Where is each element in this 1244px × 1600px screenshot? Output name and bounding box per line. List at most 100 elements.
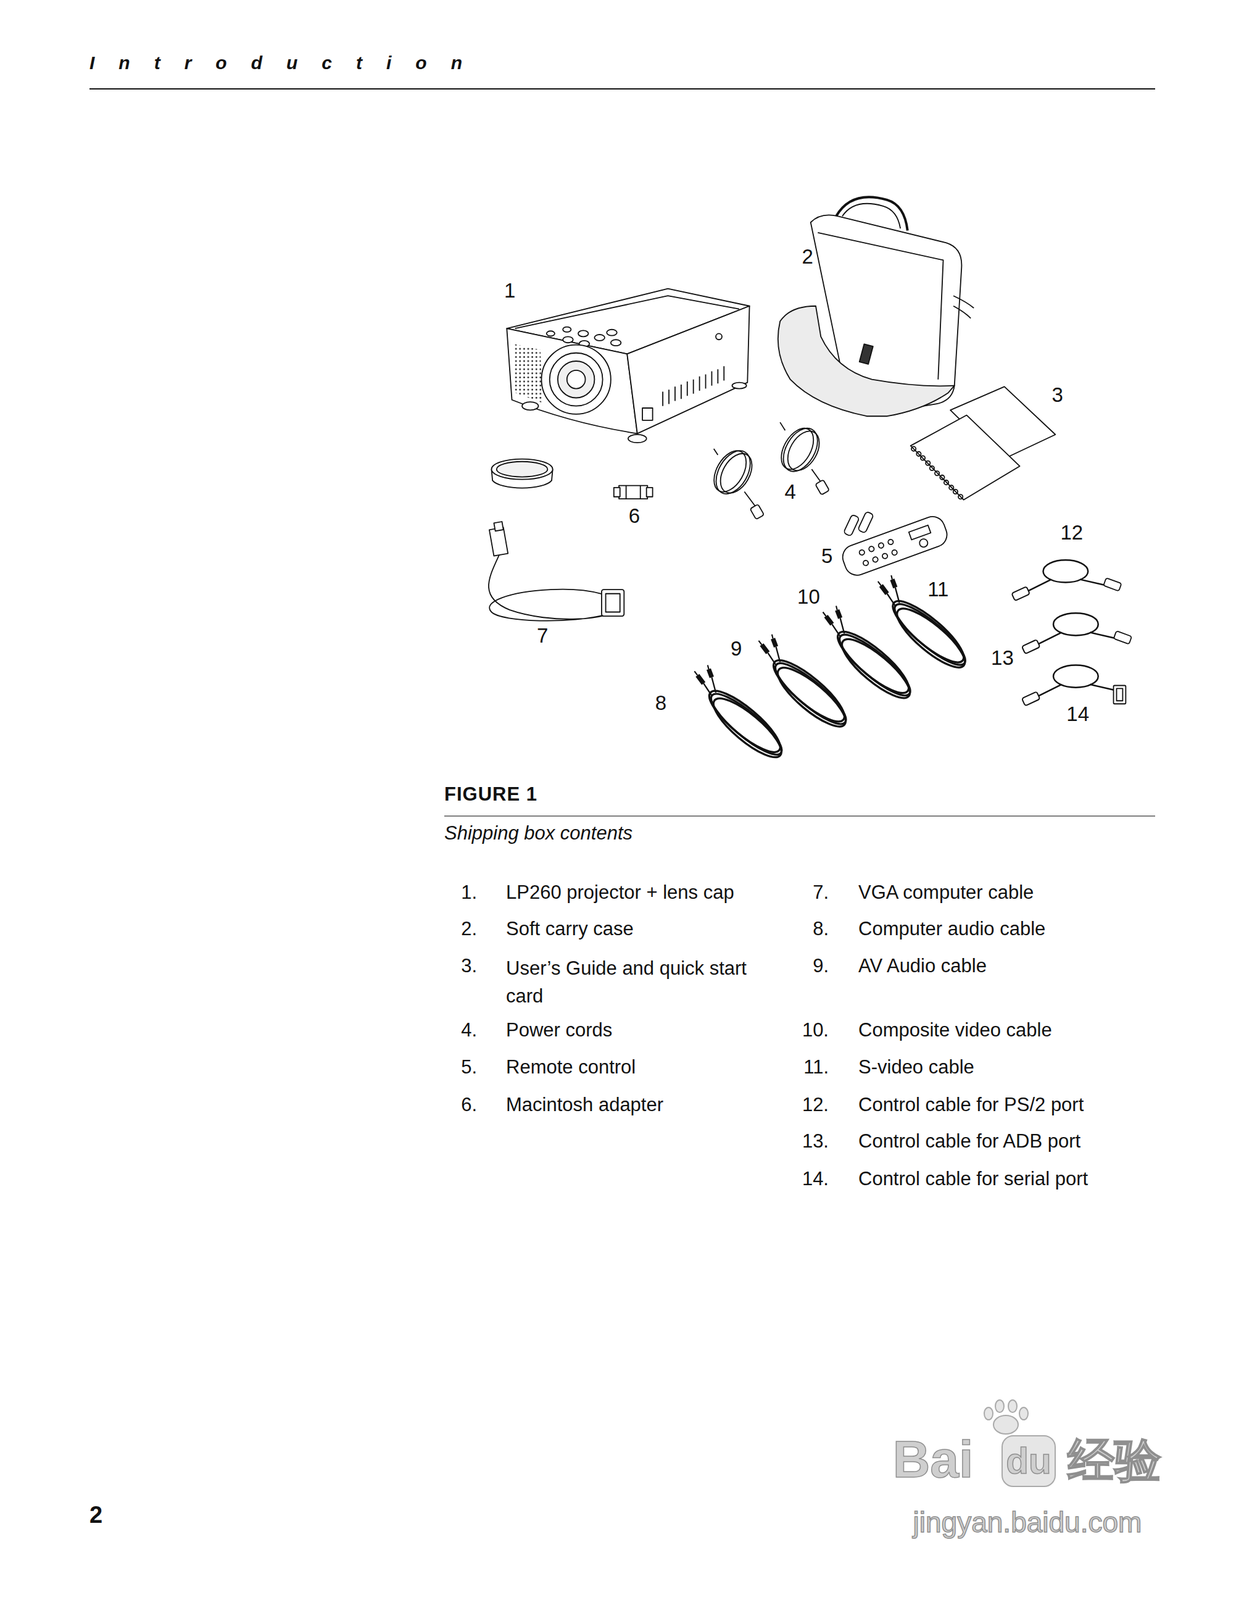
item-text: Computer audio cable <box>858 916 1046 940</box>
vga-cable-drawing <box>489 526 508 556</box>
remote-drawing <box>871 555 879 563</box>
item-number: 10. <box>802 1018 829 1041</box>
projector-drawing <box>522 401 539 410</box>
control-cables-drawing <box>1011 559 1132 706</box>
projector-drawing <box>628 434 647 443</box>
av-cables-drawing <box>823 605 918 707</box>
callout-number: 4 <box>784 479 797 505</box>
projector-drawing <box>626 306 750 434</box>
item-number: 6. <box>460 1092 477 1116</box>
callout-number: 14 <box>1066 701 1090 727</box>
adapter-drawing <box>618 485 648 499</box>
page-rules <box>89 88 1156 90</box>
manuals-drawing <box>920 455 925 460</box>
av-cables-drawing <box>878 575 973 676</box>
item-text: Control cable for PS/2 port <box>858 1092 1084 1116</box>
power-cords-drawing <box>815 479 830 495</box>
remote-drawing <box>839 512 951 579</box>
power-cords-drawing <box>713 448 757 508</box>
power-cords-drawing <box>779 422 822 484</box>
item-number: 8. <box>812 916 829 940</box>
remote-drawing <box>878 541 885 549</box>
projector-drawing <box>557 360 595 398</box>
av-cables-drawing <box>694 664 789 766</box>
remote-drawing <box>918 537 929 548</box>
remote-drawing <box>858 549 866 556</box>
watermark-graphic <box>995 1399 1004 1412</box>
item-text: S-video cable <box>858 1055 975 1079</box>
remote-drawing <box>839 510 951 579</box>
item-text: User’s Guide and quick start card <box>505 953 781 1010</box>
control-cables-drawing <box>1103 577 1122 591</box>
watermark-graphic <box>984 1399 1056 1486</box>
manuals-drawing <box>916 451 921 457</box>
callout-number: 6 <box>628 503 640 529</box>
item-number: 12. <box>802 1092 829 1116</box>
item-number: 14. <box>802 1166 829 1190</box>
manuals-drawing <box>934 470 940 476</box>
item-text: Control cable for serial port <box>858 1166 1088 1190</box>
control-cables-drawing <box>1113 684 1127 704</box>
projector-drawing <box>567 370 586 389</box>
manuals-drawing <box>949 485 954 490</box>
remote-drawing <box>839 512 951 579</box>
item-text: LP260 projector + lens cap <box>505 880 735 904</box>
projector-drawing <box>715 333 722 340</box>
item-number: 5. <box>460 1055 477 1079</box>
projector-drawing <box>506 328 638 434</box>
manuals-drawing <box>910 415 1021 500</box>
watermark-graphic <box>1002 1435 1056 1486</box>
callout-number: 9 <box>730 636 742 661</box>
remote-drawing <box>881 552 889 560</box>
manuals-drawing <box>929 465 935 471</box>
carry-case-drawing <box>817 232 943 380</box>
remote-drawing <box>908 525 932 540</box>
page-number: 2 <box>89 1500 103 1530</box>
item-number: 3. <box>460 953 477 977</box>
callout-number: 7 <box>536 623 548 648</box>
remote-drawing <box>862 559 870 567</box>
item-number: 7. <box>812 880 829 904</box>
callout-number: 10 <box>797 584 821 610</box>
av-cables-drawing <box>694 575 972 766</box>
projector-drawing <box>662 365 724 406</box>
item-text: Soft carry case <box>505 916 634 940</box>
power-cords-drawing <box>713 447 759 499</box>
lens-cap-drawing <box>491 459 553 480</box>
control-cables-drawing <box>1021 612 1117 654</box>
item-text: Remote control <box>505 1055 636 1079</box>
manuals-drawing <box>910 386 1056 500</box>
adapter-drawing <box>646 487 653 497</box>
manuals-drawing <box>958 494 963 499</box>
lens-cap-drawing <box>496 461 548 477</box>
manuals-drawing <box>944 480 949 485</box>
callout-number: 2 <box>802 244 814 270</box>
item-text: VGA computer cable <box>858 880 1034 904</box>
projector-drawing <box>594 334 605 341</box>
manuals-drawing <box>939 475 945 480</box>
carry-case-drawing <box>778 196 974 416</box>
manuals-drawing <box>911 446 916 451</box>
item-text: Power cords <box>505 1018 613 1041</box>
remote-drawing <box>891 549 898 556</box>
vga-cable-drawing <box>488 553 619 621</box>
projector-drawing <box>562 327 571 332</box>
projector-drawing <box>541 344 611 415</box>
figure-label: FIGURE 1 <box>444 782 538 806</box>
page-rules <box>89 88 1156 816</box>
vga-cable-drawing <box>488 521 624 621</box>
projector-drawing <box>512 343 543 403</box>
manuals-drawing <box>953 489 958 494</box>
av-cables-drawing <box>758 634 853 735</box>
watermark-graphic <box>1019 1406 1029 1420</box>
projector-drawing <box>506 288 750 444</box>
watermark-graphic <box>984 1406 993 1420</box>
item-number: 13. <box>802 1129 829 1153</box>
power-cords-drawing <box>776 422 825 477</box>
adapter-drawing <box>613 487 621 497</box>
projector-drawing <box>578 330 589 337</box>
watermark: du <box>1005 1438 1051 1483</box>
item-number: 1. <box>460 880 477 904</box>
